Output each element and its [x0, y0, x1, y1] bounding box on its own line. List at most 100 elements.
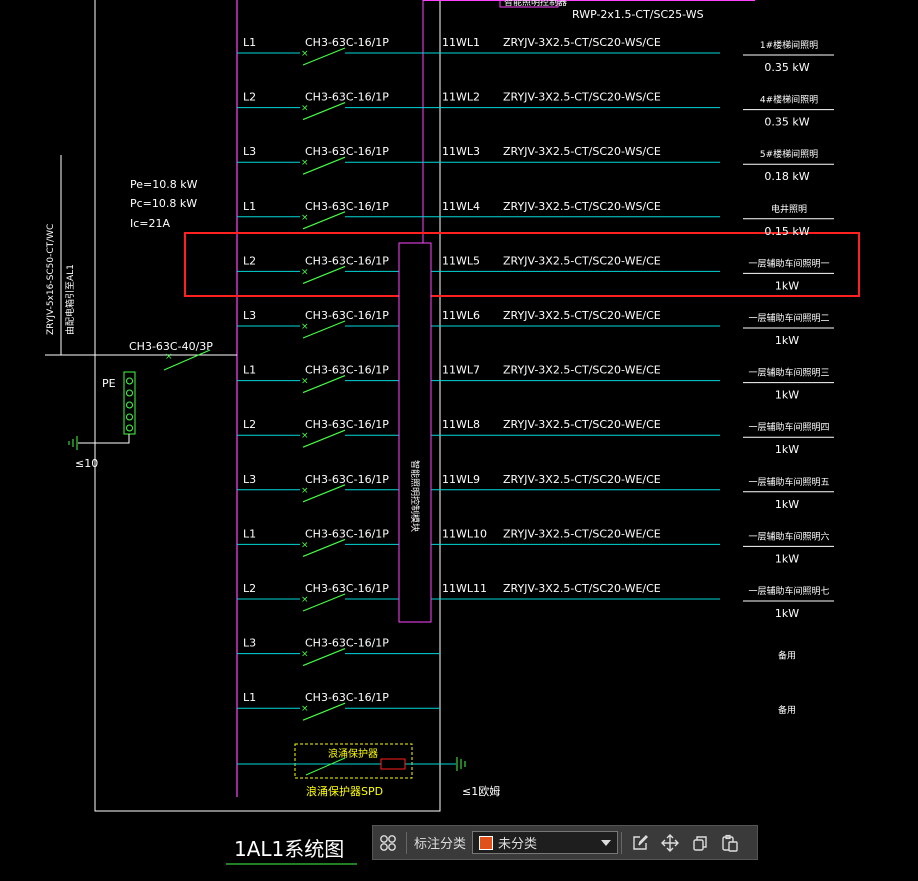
circuit-id: 11WL11 — [442, 582, 487, 595]
chevron-down-icon — [601, 839, 612, 846]
breaker-x: × — [301, 104, 309, 114]
circuit-power: 0.35 kW — [764, 116, 809, 129]
highlight-box — [184, 232, 860, 297]
circuit-name: 备用 — [778, 650, 796, 662]
cable-spec: ZRYJV-3X2.5-CT/SC20-WE/CE — [503, 473, 661, 486]
circuit-id: 11WL6 — [442, 309, 480, 322]
category-select[interactable]: 未分类 — [472, 831, 619, 854]
main-breaker-switch — [163, 349, 211, 371]
breaker-switch — [302, 538, 346, 557]
edit-icon — [633, 834, 649, 850]
annotation-toolbar: 标注分类 未分类 — [372, 825, 758, 860]
breaker-x: × — [301, 595, 309, 605]
circuit-power: 1kW — [775, 552, 799, 565]
breaker-switch — [302, 47, 346, 66]
spd-box-label: 浪涌保护器 — [328, 747, 378, 760]
copy-button[interactable] — [685, 826, 715, 859]
pe-terminal — [126, 401, 133, 409]
main-breaker-x: × — [165, 352, 173, 362]
circuit-power: 1kW — [775, 443, 799, 456]
cable-spec: ZRYJV-3X2.5-CT/SC20-WS/CE — [503, 36, 661, 49]
pe-value: Pe=10.8 kW — [130, 178, 198, 191]
breaker-label: CH3-63C-16/1P — [305, 200, 389, 213]
breaker-label: CH3-63C-16/1P — [305, 254, 389, 267]
cable-spec: ZRYJV-3X2.5-CT/SC20-WS/CE — [503, 145, 661, 158]
phase-label: L1 — [243, 364, 256, 377]
move-icon — [661, 833, 680, 852]
category-select-value: 未分类 — [498, 836, 538, 851]
category-label: 标注分类 — [414, 836, 467, 851]
phase-label: L1 — [243, 691, 256, 704]
toolbar-divider — [621, 831, 623, 854]
paste-icon — [722, 834, 738, 852]
circuit-name: 一层辅助车间照明六 — [748, 530, 829, 542]
circuit-name: 1#楼梯间照明 — [760, 39, 818, 51]
circuit-name: 4#楼梯间照明 — [760, 94, 818, 106]
pe-ground-wire — [78, 434, 130, 444]
breaker-label: CH3-63C-16/1P — [305, 473, 389, 486]
phase-label: L3 — [243, 637, 256, 650]
phase-label: L1 — [243, 527, 256, 540]
breaker-label: CH3-63C-16/1P — [305, 145, 389, 158]
spd-element — [380, 758, 406, 770]
breaker-x: × — [301, 704, 309, 714]
breaker-switch — [302, 375, 346, 394]
breaker-label: CH3-63C-16/1P — [305, 527, 389, 540]
ground-left-label: ≤10 — [75, 457, 98, 470]
breaker-x: × — [301, 158, 309, 168]
paste-button[interactable] — [715, 826, 745, 859]
move-button[interactable] — [655, 826, 685, 859]
breaker-label: CH3-63C-16/1P — [305, 637, 389, 650]
breaker-label: CH3-63C-16/1P — [305, 418, 389, 431]
phase-label: L2 — [243, 582, 256, 595]
main-breaker-label: CH3-63C-40/3P — [129, 340, 213, 353]
phase-label: L2 — [243, 91, 256, 104]
breaker-switch — [302, 593, 346, 612]
phase-label: L1 — [243, 36, 256, 49]
circuit-id: 11WL4 — [442, 200, 480, 213]
circuit-power: 0.35 kW — [764, 61, 809, 74]
control-module-label: 智能照明控制模块 — [409, 460, 421, 532]
cable-spec: ZRYJV-3X2.5-CT/SC20-WE/CE — [503, 527, 661, 540]
breaker-switch — [302, 102, 346, 121]
edit-button[interactable] — [625, 826, 655, 859]
cable-spec: ZRYJV-3X2.5-CT/SC20-WE/CE — [503, 582, 661, 595]
top-box — [499, 0, 559, 8]
spd-box — [294, 743, 413, 779]
pe-terminal — [126, 413, 133, 421]
circuit-name: 5#楼梯间照明 — [760, 148, 818, 160]
breaker-x: × — [301, 322, 309, 332]
breaker-switch — [302, 648, 346, 667]
circuit-name: 一层辅助车间照明四 — [748, 421, 829, 433]
cable-spec: ZRYJV-3X2.5-CT/SC20-WE/CE — [503, 364, 661, 377]
circuit-id: 11WL3 — [442, 145, 480, 158]
circuit-power: 1kW — [775, 498, 799, 511]
breaker-x: × — [301, 486, 309, 496]
breaker-label: CH3-63C-16/1P — [305, 582, 389, 595]
pe-terminal — [126, 424, 133, 432]
circuit-name: 一层辅助车间照明三 — [748, 367, 829, 379]
circuit-id: 11WL7 — [442, 364, 480, 377]
top-box-label: 智能照明控制器 — [504, 0, 567, 8]
grid-button[interactable] — [373, 826, 403, 859]
phase-label: L1 — [243, 200, 256, 213]
pe-bar-label: PE — [102, 377, 116, 390]
breaker-switch — [302, 702, 346, 721]
pe-terminal — [126, 377, 133, 385]
breaker-x: × — [301, 377, 309, 387]
cable-spec: ZRYJV-3X2.5-CT/SC20-WS/CE — [503, 91, 661, 104]
incoming-cable-label: ZRYJV-5x16-SC50-CT/WC — [46, 224, 56, 335]
phase-label: L3 — [243, 309, 256, 322]
circuit-id: 11WL5 — [442, 254, 480, 267]
breaker-switch — [302, 265, 346, 284]
pc-value: Pc=10.8 kW — [130, 197, 197, 210]
circuit-name: 一层辅助车间照明二 — [748, 312, 829, 324]
breaker-x: × — [301, 650, 309, 660]
diagram-title: 1AL1系统图 — [234, 837, 344, 861]
circuit-id: 11WL10 — [442, 527, 487, 540]
spd-switch — [305, 757, 346, 776]
circuit-id: 11WL2 — [442, 91, 480, 104]
cable-spec: ZRYJV-3X2.5-CT/SC20-WS/CE — [503, 200, 661, 213]
ic-value: Ic=21A — [130, 217, 171, 230]
